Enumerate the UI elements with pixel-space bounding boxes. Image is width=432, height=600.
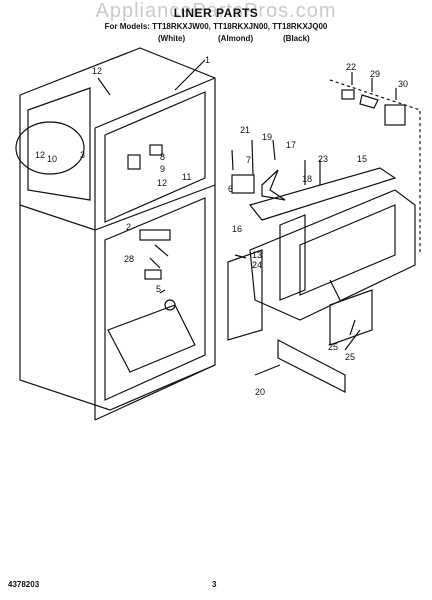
- callout-15: 15: [357, 154, 367, 164]
- fan-blade: [261, 169, 286, 201]
- part-20-channel: [277, 339, 346, 393]
- fan-bracket: [248, 167, 397, 221]
- callout-12-c: 12: [157, 178, 167, 188]
- callout-23: 23: [318, 154, 328, 164]
- callout-25-b: 25: [345, 352, 355, 362]
- part-30-shield: [384, 104, 406, 126]
- part-9-clip: [149, 144, 163, 156]
- callout-17: 17: [286, 140, 296, 150]
- callout-labels: 1 12 3 12 10 9 12 11 8 2 28 5 21 19 17 7…: [35, 55, 408, 397]
- callout-6: 6: [228, 184, 233, 194]
- callout-11: 11: [182, 172, 191, 182]
- fan-motor: [231, 174, 255, 194]
- callout-19: 19: [262, 132, 272, 142]
- part-8-clip: [127, 154, 141, 170]
- part-5-knob: [164, 299, 176, 311]
- callout-7: 7: [246, 155, 251, 165]
- diagram-title: LINER PARTS: [173, 6, 259, 20]
- liner-front-frame: [94, 77, 216, 421]
- cover-panel: [299, 204, 396, 296]
- callout-1: 1: [205, 55, 210, 65]
- liner-inner-top: [104, 91, 206, 223]
- callout-22: 22: [346, 62, 356, 72]
- color-white: (White): [158, 34, 186, 43]
- callout-24: 24: [252, 260, 262, 270]
- callout-16: 16: [232, 224, 242, 234]
- callout-10: 10: [47, 154, 57, 164]
- callout-25-a: 25: [328, 342, 338, 352]
- callout-8: 8: [160, 152, 165, 162]
- liner-inner-bottom: [104, 197, 206, 401]
- callout-21: 21: [240, 125, 250, 135]
- back-panel: [279, 214, 306, 301]
- callout-30: 30: [398, 79, 408, 89]
- page-number: 3: [212, 580, 217, 589]
- color-black: (Black): [283, 34, 310, 43]
- callout-13: 13: [252, 250, 262, 260]
- callout-3: 3: [80, 150, 85, 160]
- callout-5: 5: [156, 284, 161, 294]
- callout-2: 2: [126, 222, 131, 232]
- guide-line: [329, 79, 421, 255]
- callout-28: 28: [124, 254, 134, 264]
- part-2-strip: [139, 229, 171, 241]
- evaporator-cover: [249, 189, 416, 321]
- model-line: For Models: TT18RKXJW00, TT18RKXJN00, TT…: [104, 22, 328, 31]
- detail-circle: [15, 121, 85, 175]
- callout-12-a: 12: [92, 66, 102, 76]
- document-number: 4378203: [8, 580, 40, 589]
- liner-side-wall: [27, 87, 91, 201]
- color-almond: (Almond): [218, 34, 254, 43]
- callout-29: 29: [370, 69, 380, 79]
- callout-18: 18: [302, 174, 312, 184]
- liner-divider: [19, 184, 216, 231]
- watermark: AppliancePartsPros.com: [95, 0, 337, 22]
- callout-9: 9: [160, 164, 165, 174]
- part-28-block: [144, 269, 162, 280]
- callout-20: 20: [255, 387, 265, 397]
- liner-floor-recess: [107, 304, 196, 373]
- part-29-bulb: [359, 94, 379, 109]
- callout-12-b: 12: [35, 150, 45, 160]
- part-24-plate: [329, 289, 373, 346]
- part-22-socket: [341, 89, 355, 100]
- part-13-panel: [227, 249, 263, 341]
